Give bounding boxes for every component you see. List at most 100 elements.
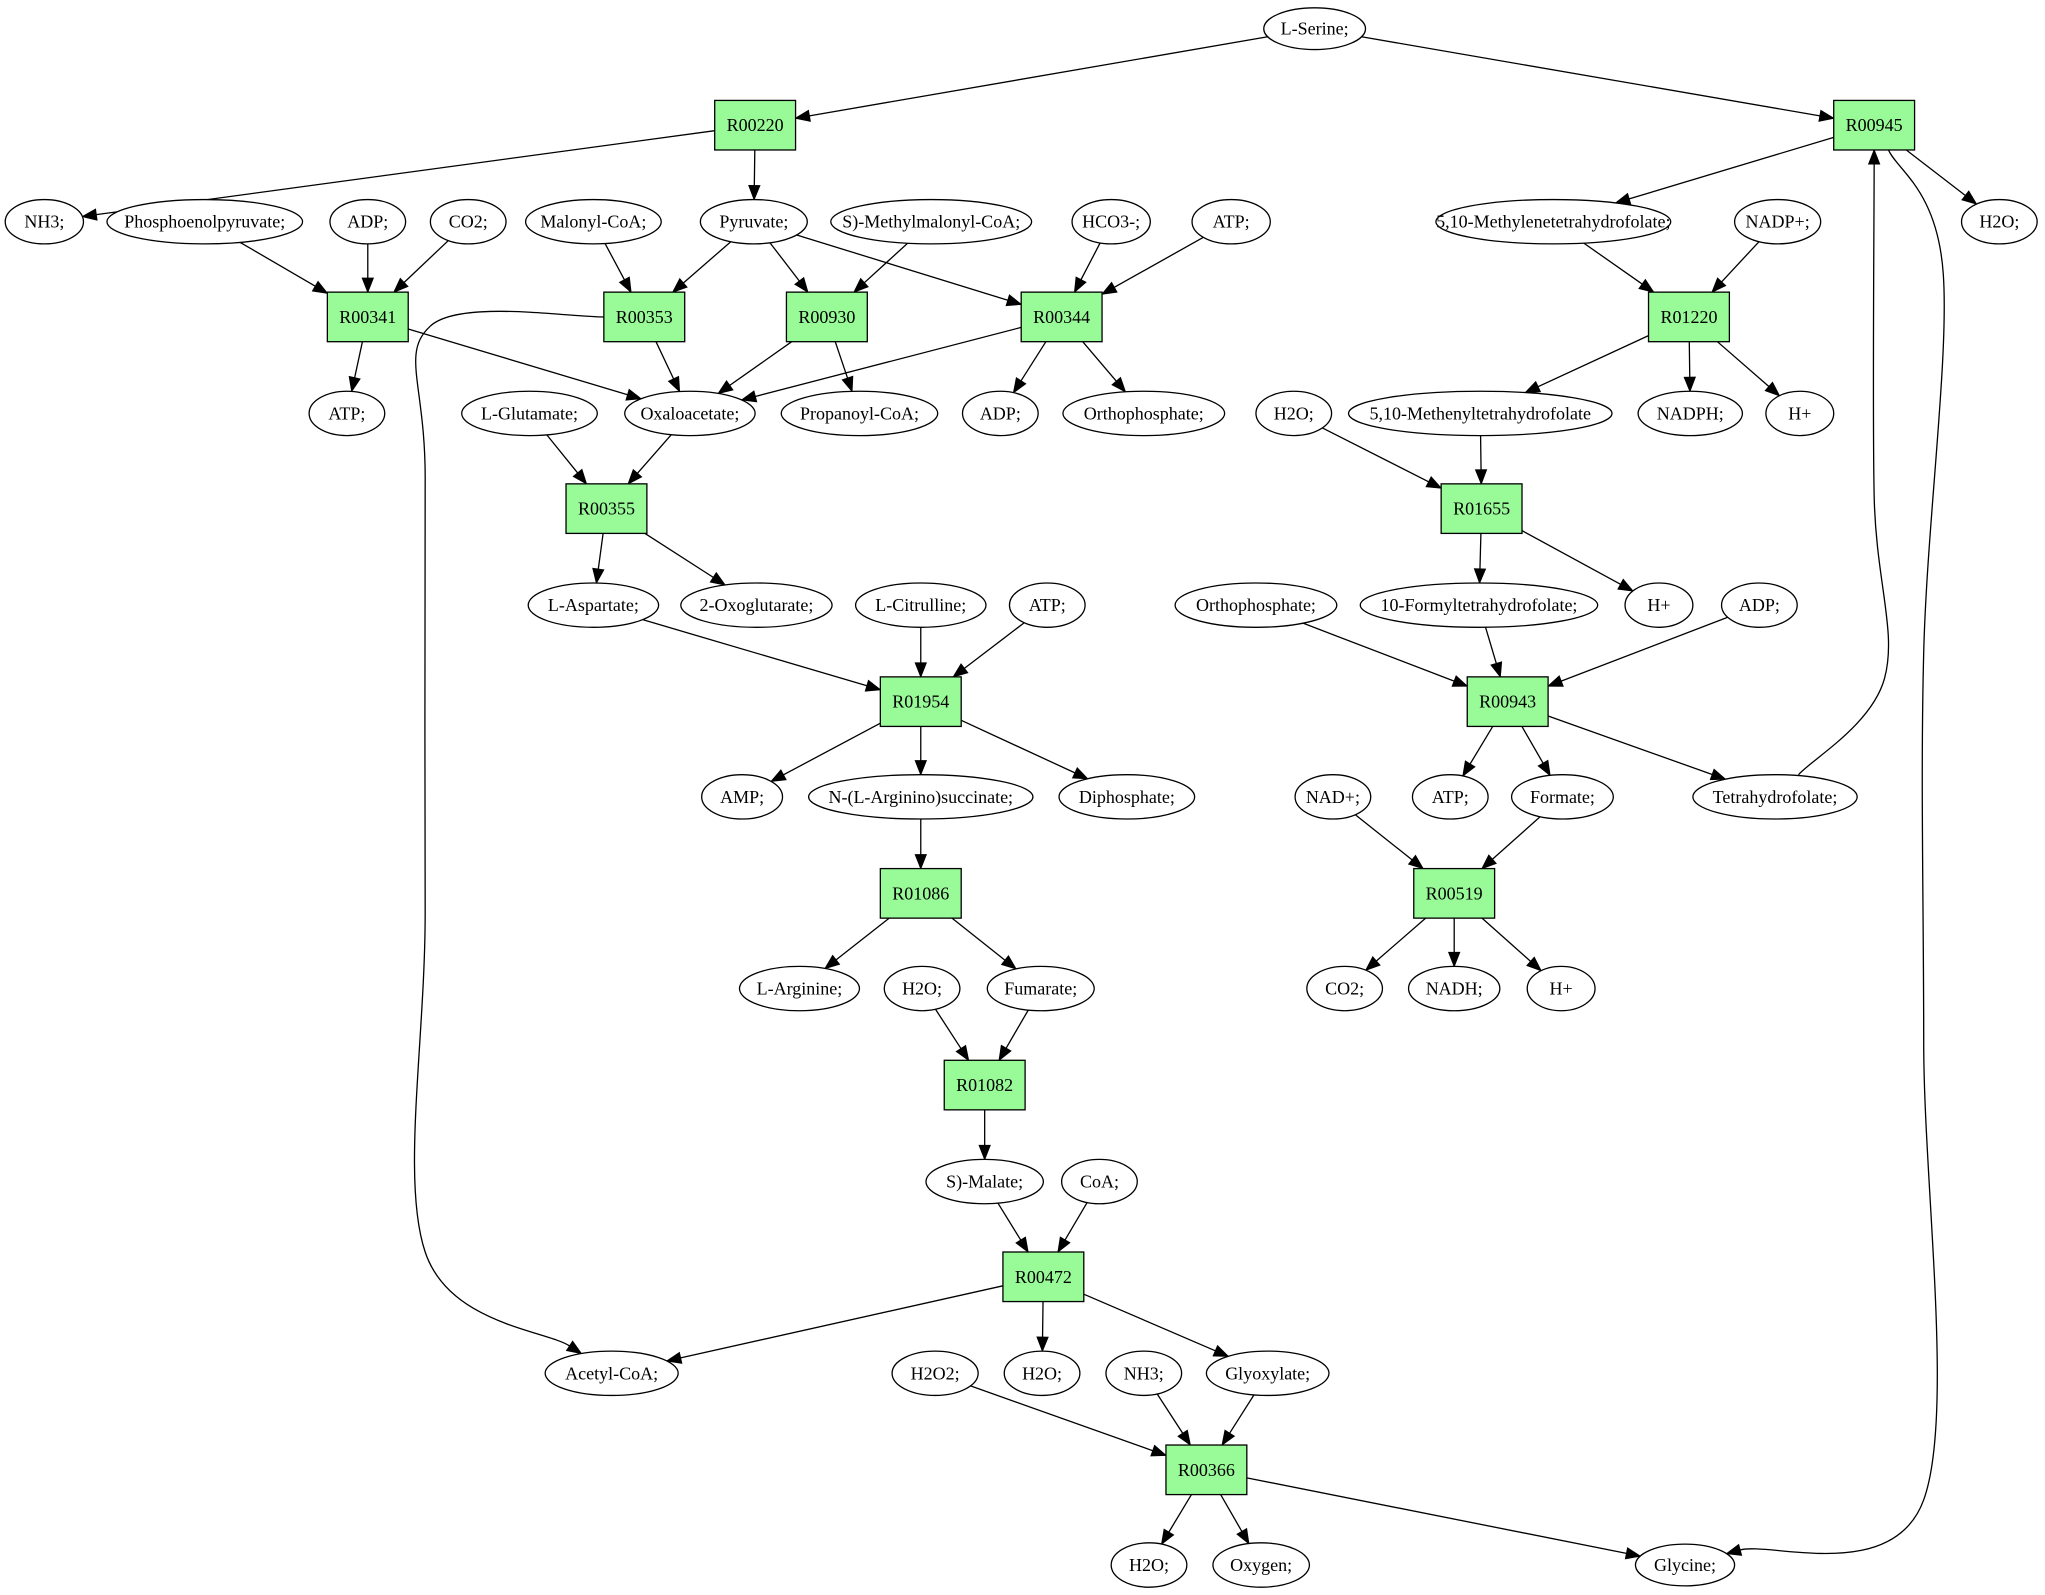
metabolite-node-hco3: HCO3-; <box>1071 198 1151 245</box>
metabolite-node-acetylcoa: Acetyl-CoA; <box>544 1350 679 1397</box>
metabolite-node-methylenethf: 5,10-Methylenetetrahydrofolate; <box>1435 198 1672 245</box>
metabolite-node-h2o_a: H2O; <box>1960 198 2038 245</box>
reaction-label: R00341 <box>339 307 396 327</box>
reaction-box <box>1020 291 1103 343</box>
metabolite-label: 5,10-Methylenetetrahydrofolate; <box>1436 212 1670 232</box>
metabolite-ellipse <box>1720 582 1798 628</box>
edge-nh3_b-to-R00366-arrowhead <box>1177 1429 1192 1447</box>
edge-R00366-to-oxygen <box>1220 1494 1243 1532</box>
edge-R00355-to-laspartate-arrowhead <box>592 567 605 585</box>
edge-R00930-to-propanoylcoa-arrowhead <box>841 375 854 393</box>
metabolite-label: S)-Malate; <box>946 1172 1023 1193</box>
metabolite-node-adp_c: ADP; <box>1720 582 1798 628</box>
metabolite-label: Fumarate; <box>1004 979 1077 999</box>
edge-oxaloacetate-to-R00355 <box>636 434 672 474</box>
edge-fumarate-to-R01082-arrowhead <box>998 1044 1012 1062</box>
metabolite-label: CO2; <box>449 212 488 232</box>
reaction-box <box>1440 483 1523 535</box>
metabolite-label: NH3; <box>24 212 64 232</box>
metabolite-label: ATP; <box>1432 787 1469 807</box>
metabolite-ellipse <box>1263 7 1367 51</box>
metabolite-label: ATP; <box>1213 212 1250 232</box>
metabolite-ellipse <box>1191 198 1271 245</box>
metabolite-ellipse <box>1624 582 1694 628</box>
edge-pyruvate-to-R00930-arrowhead <box>794 276 809 294</box>
metabolite-node-pyruvate: Pyruvate; <box>699 198 808 245</box>
reaction-label: R01220 <box>1660 307 1717 327</box>
reaction-box <box>1833 99 1916 151</box>
reaction-box <box>943 1059 1026 1111</box>
reaction-label: R01954 <box>892 692 949 712</box>
reaction-label: R00472 <box>1015 1267 1072 1287</box>
edge-R00341-to-atp_b-arrowhead <box>348 375 361 393</box>
metabolite-node-lglutamate: L-Glutamate; <box>461 390 598 437</box>
edge-R01954-to-amp <box>783 722 881 776</box>
reaction-label: R00355 <box>578 499 635 519</box>
reaction-label: R01082 <box>956 1075 1013 1095</box>
metabolite-ellipse <box>986 965 1095 1012</box>
edge-thf-to-R00945 <box>1798 163 1890 776</box>
metabolite-ellipse <box>1526 965 1596 1012</box>
metabolite-label: Orthophosphate; <box>1196 595 1316 615</box>
metabolite-ellipse <box>830 198 1033 245</box>
edge-R00945-to-h2o_a-arrowhead <box>1961 190 1978 205</box>
metabolite-label: 2-Oxoglutarate; <box>699 595 813 615</box>
reaction-label: R01086 <box>892 883 949 903</box>
edge-smethylmalonylcoa-to-R00930-arrowhead <box>853 277 869 294</box>
metabolite-label: CO2; <box>1325 979 1364 999</box>
metabolite-ellipse <box>701 774 784 820</box>
metabolite-node-h2o_b: H2O; <box>1255 390 1333 437</box>
metabolite-node-nh3_a: NH3; <box>4 198 85 245</box>
metabolite-ellipse <box>883 965 961 1012</box>
metabolite-ellipse <box>527 582 660 628</box>
metabolite-node-h2o_c: H2O; <box>883 965 961 1012</box>
metabolite-node-adp_a: ADP; <box>329 198 407 245</box>
metabolite-ellipse <box>854 582 987 628</box>
edge-hco3-to-R00344-arrowhead <box>1073 276 1087 294</box>
metabolite-label: Acetyl-CoA; <box>565 1363 658 1383</box>
edge-R00366-to-oxygen-arrowhead <box>1236 1527 1250 1545</box>
edge-R01220-to-nadph-arrowhead <box>1683 376 1696 393</box>
metabolite-label: CoA; <box>1080 1172 1119 1192</box>
edge-R01082-to-smalate-arrowhead <box>978 1144 991 1161</box>
metabolite-label: S)-Methylmalonyl-CoA; <box>842 212 1020 233</box>
edge-hco3-to-R00344 <box>1080 242 1101 281</box>
metabolite-ellipse <box>1510 774 1614 820</box>
reaction-box <box>785 291 868 343</box>
edge-R00220-to-pyruvate-arrowhead <box>748 184 761 201</box>
metabolite-label: NADPH; <box>1657 403 1724 423</box>
metabolite-node-smalate: S)-Malate; <box>925 1158 1045 1205</box>
reaction-node-R00344: R00344 <box>1020 291 1103 343</box>
edge-R00930-to-oxaloacetate <box>729 341 793 386</box>
reaction-node-R01220: R01220 <box>1647 291 1731 343</box>
metabolite-label: Pyruvate; <box>719 212 788 232</box>
metabolite-node-smethylmalonylcoa: S)-Methylmalonyl-CoA; <box>830 198 1033 245</box>
edge-orthophosphate_b-to-R00943-arrowhead <box>1451 675 1469 687</box>
edge-R00353-to-oxaloacetate-arrowhead <box>667 375 681 393</box>
metabolite-label: NADP+; <box>1746 212 1810 232</box>
reaction-box <box>879 867 962 919</box>
metabolite-label: H2O; <box>1022 1363 1062 1383</box>
metabolite-ellipse <box>738 965 861 1012</box>
metabolite-label: Glycine; <box>1654 1555 1716 1575</box>
reaction-box <box>565 483 648 535</box>
metabolite-label: Malonyl-CoA; <box>540 212 646 232</box>
edge-R01655-to-formylthf-arrowhead <box>1473 568 1487 585</box>
edge-methylenethf-to-R01220-arrowhead <box>1638 278 1655 293</box>
edge-lglutamate-to-R00355-arrowhead <box>572 468 588 485</box>
edge-h2o_c-to-R01082 <box>934 1008 962 1049</box>
edge-R01086-to-fumarate <box>951 917 1006 961</box>
edge-nh3_b-to-R00366 <box>1156 1393 1184 1434</box>
reaction-label: R00943 <box>1479 692 1536 712</box>
edge-R00341-to-oxaloacetate <box>408 328 628 396</box>
edge-h2o_b-to-R01655 <box>1322 427 1429 483</box>
edge-R00472-to-h2o_d-arrowhead <box>1036 1336 1049 1353</box>
metabolite-label: ADP; <box>980 403 1021 423</box>
metabolite-ellipse <box>1008 582 1086 628</box>
reaction-label: R01655 <box>1453 499 1510 519</box>
metabolite-ellipse <box>1359 582 1599 628</box>
edge-R00945-to-methylenethf <box>1628 136 1834 200</box>
edge-R00519-to-nadh-arrowhead <box>1447 951 1461 968</box>
reaction-node-R00220: R00220 <box>714 99 797 151</box>
reaction-box <box>1165 1444 1248 1496</box>
